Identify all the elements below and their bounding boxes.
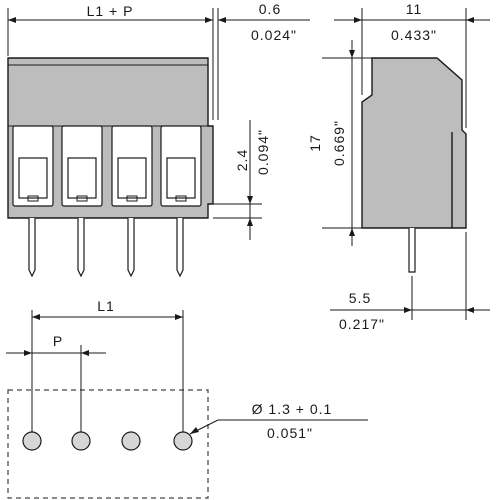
- side-view: 11 0.433" 17 0.669" 5.5 0.217": [307, 1, 490, 332]
- footprint-hole-dia-in: 0.051": [267, 425, 313, 441]
- side-width-mm: 11: [406, 1, 423, 17]
- side-pin-pos-mm: 5.5: [349, 290, 371, 306]
- side-pin-pos-in: 0.217": [339, 316, 385, 332]
- front-pin-4: [176, 218, 184, 278]
- side-height-mm: 17: [307, 134, 323, 152]
- footprint-outline: [7, 389, 209, 499]
- footprint-hole-dia-mm: Ø 1.3 + 0.1: [252, 401, 333, 417]
- front-pin-offset-in: 0.094": [255, 129, 271, 175]
- footprint-hole-1: [22, 431, 42, 451]
- front-pin-1: [28, 218, 36, 278]
- footprint-hole-4: [173, 431, 193, 451]
- side-height-in: 0.669": [331, 120, 347, 166]
- clamp-window-2: [61, 125, 103, 207]
- clamp-window-3: [111, 125, 153, 207]
- footprint-view: L1 P Ø 1.3 + 0.1 0.051": [6, 298, 368, 499]
- side-housing: [361, 57, 467, 229]
- footprint-hole-2: [71, 431, 91, 451]
- front-width-label: L1 + P: [87, 3, 134, 19]
- front-gap-mm: 0.6: [259, 1, 281, 17]
- clamp-window-1: [12, 125, 54, 207]
- footprint-pitch-label: P: [53, 333, 63, 349]
- front-pin-offset-mm: 2.4: [234, 149, 250, 171]
- footprint-span-label: L1: [97, 298, 115, 314]
- footprint-hole-3: [121, 431, 141, 451]
- front-pin-2: [77, 218, 85, 278]
- clamp-window-4: [160, 125, 202, 207]
- side-pin: [408, 228, 416, 273]
- front-gap-in: 0.024": [251, 27, 297, 43]
- front-view: L1 + P 0.6 0.024" 2.4 0.094": [7, 1, 310, 278]
- side-width-in: 0.433": [391, 27, 437, 43]
- front-pin-3: [127, 218, 135, 278]
